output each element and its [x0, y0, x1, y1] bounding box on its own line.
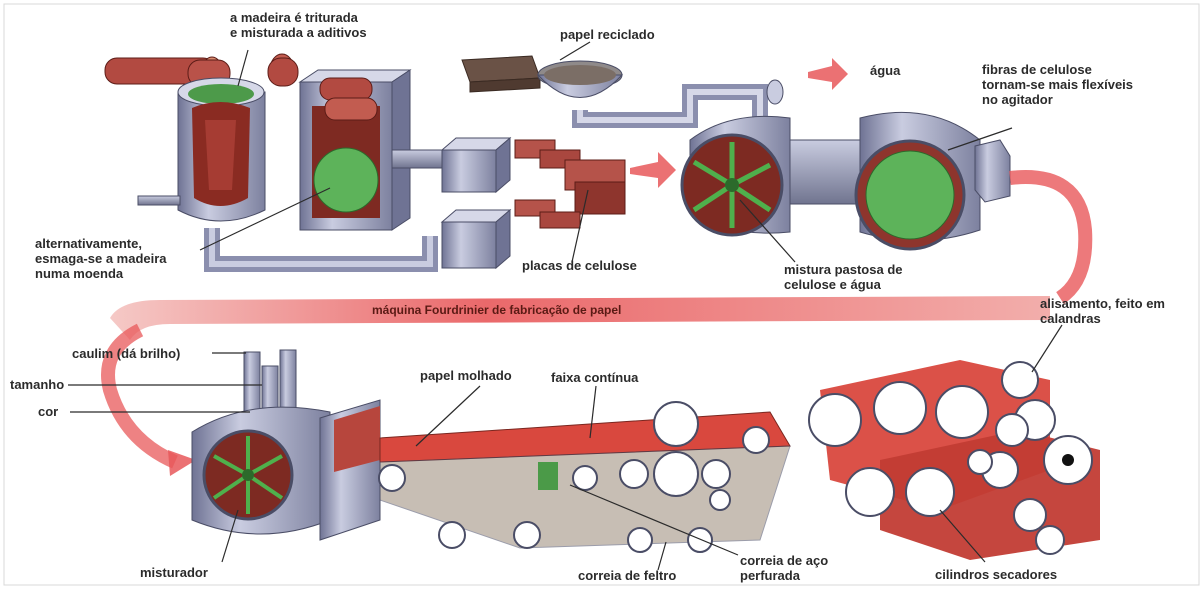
label-machine-banner: máquina Fourdrinier de fabricação de pap…	[372, 303, 621, 317]
label-fibers: fibras de celulose tornam-se mais flexív…	[982, 62, 1133, 107]
label-pulp-mixture: mistura pastosa de celulose e água	[784, 262, 903, 292]
label-dryer-cylinders: cilindros secadores	[935, 567, 1057, 582]
label-water: água	[870, 63, 900, 78]
label-wet-paper: papel molhado	[420, 368, 512, 383]
label-smoothing: alisamento, feito em calandras	[1040, 296, 1165, 326]
label-recycled-paper: papel reciclado	[560, 27, 655, 42]
label-alternative-grinding: alternativamente, esmaga-se a madeira nu…	[35, 236, 167, 281]
label-kaolin: caulim (dá brilho)	[72, 346, 180, 361]
label-steel-belt: correia de aço perfurada	[740, 553, 828, 583]
label-size: tamanho	[10, 377, 64, 392]
label-color: cor	[38, 404, 58, 419]
label-cellulose-plates: placas de celulose	[522, 258, 637, 273]
label-continuous-strip: faixa contínua	[551, 370, 638, 385]
label-felt-belt: correia de feltro	[578, 568, 676, 583]
label-mixer: misturador	[140, 565, 208, 580]
label-wood-crushed: a madeira é triturada e misturada a adit…	[230, 10, 367, 40]
